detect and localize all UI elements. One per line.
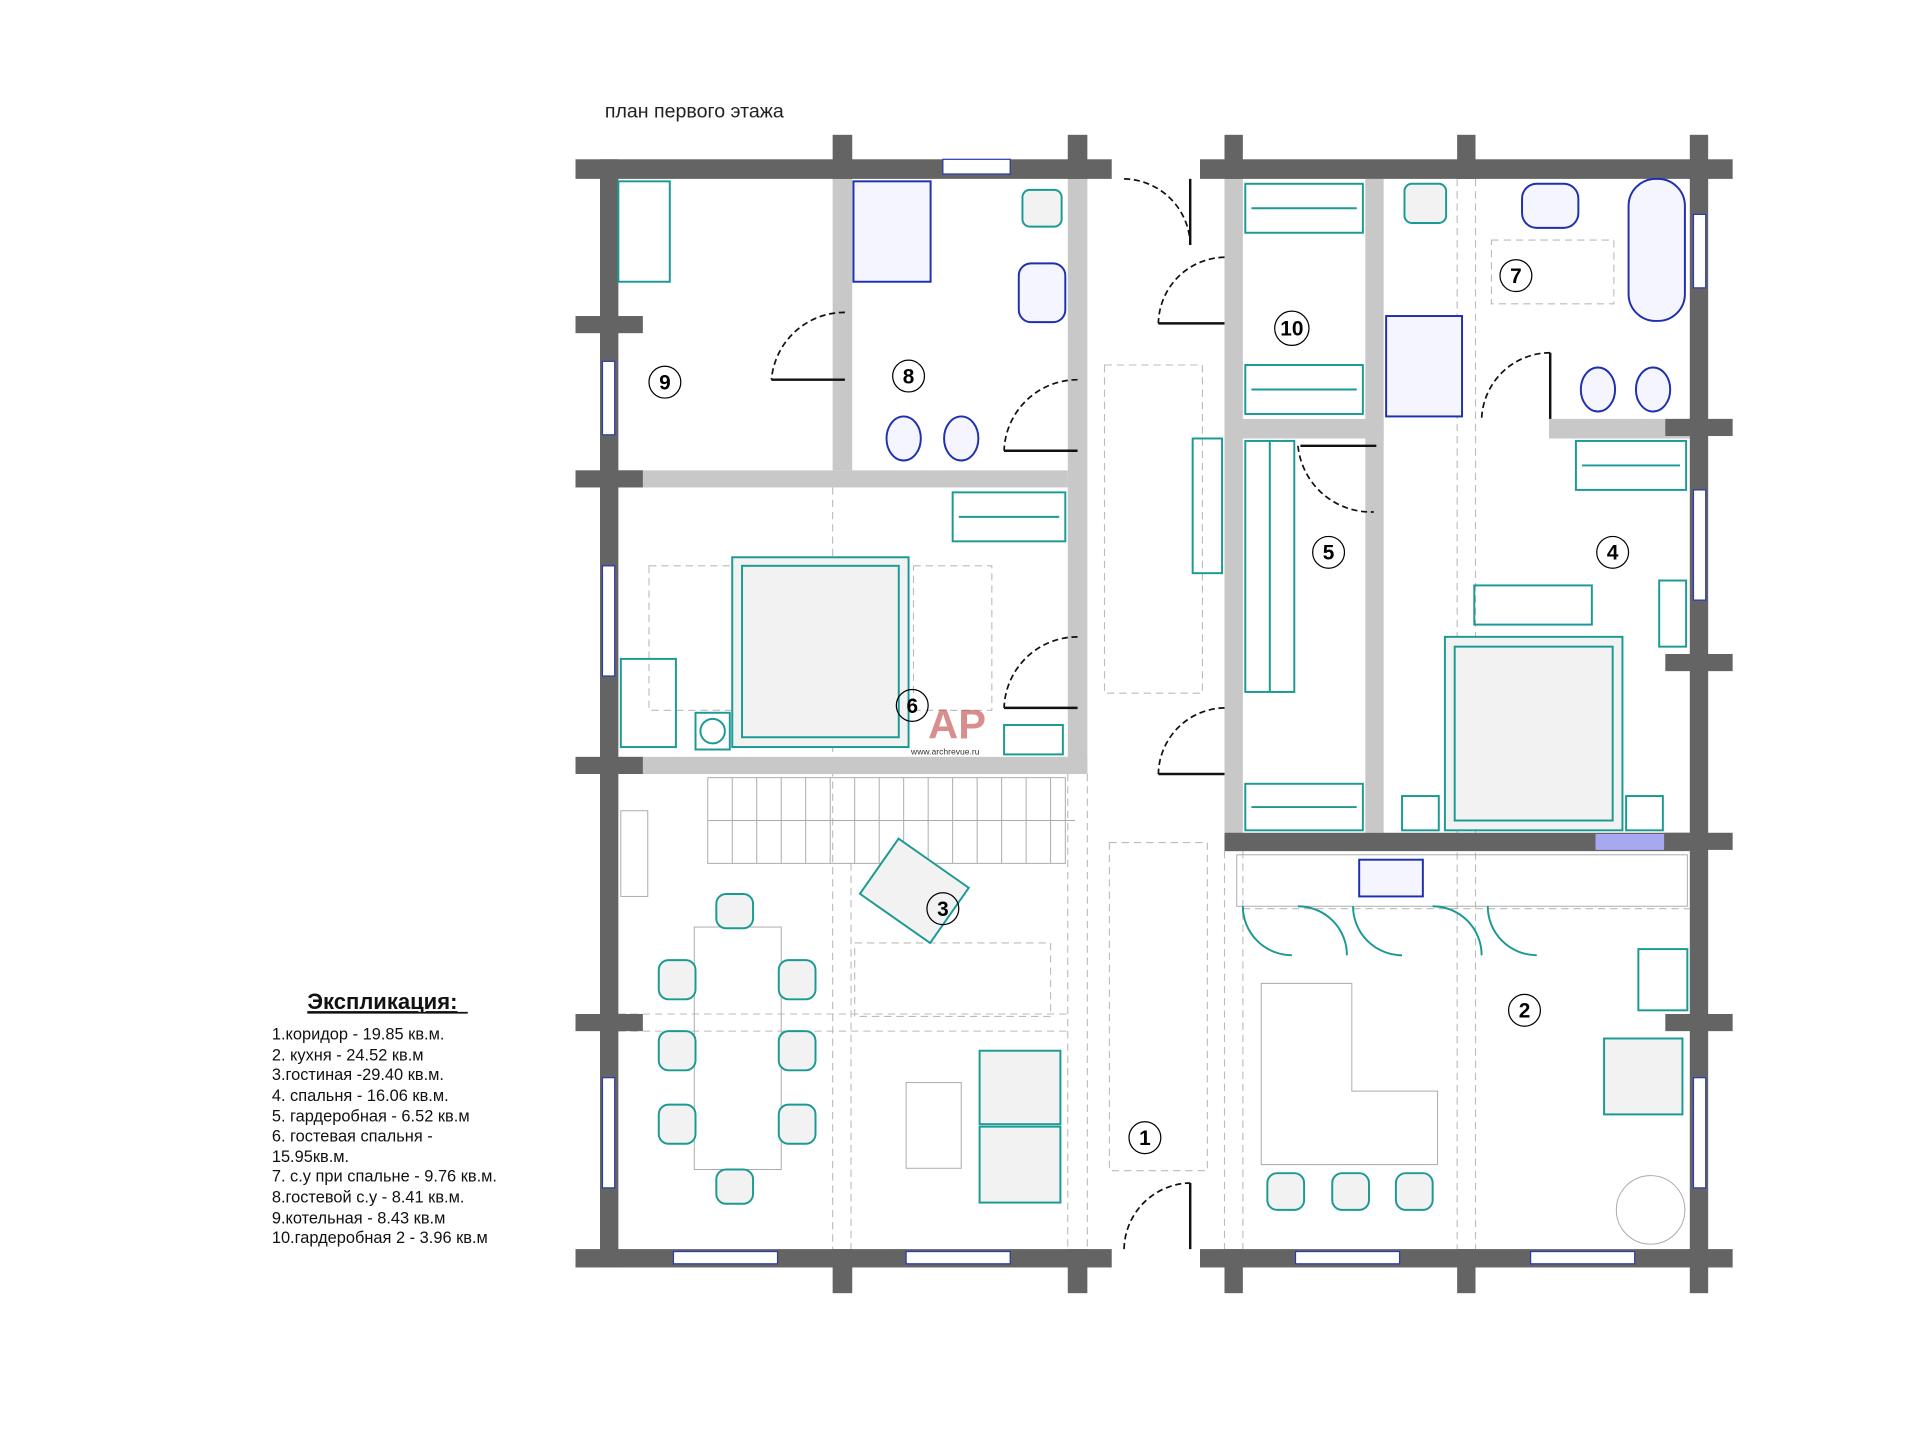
interior-walls [618, 178, 1690, 852]
sink-7 [1521, 182, 1580, 229]
room-8: 8 [892, 359, 926, 393]
legend-item: 7. с.у при спальне - 9.76 кв.м. [272, 1168, 497, 1186]
legend-item: 4. спальня - 16.06 кв.м. [272, 1087, 449, 1105]
wardrobe-rails [951, 182, 1688, 832]
sofa-2 [978, 1125, 1062, 1204]
svg-text:6: 6 [906, 695, 918, 718]
svg-text:3: 3 [937, 898, 949, 921]
svg-text:5: 5 [1323, 542, 1335, 565]
sink-8 [1017, 262, 1067, 324]
bathtub [1627, 177, 1686, 322]
legend-item: 1.коридор - 19.85 кв.м. [272, 1026, 445, 1044]
armchair [858, 837, 971, 945]
dining-table [693, 926, 782, 1170]
room-2: 2 [1507, 993, 1542, 1027]
room-9: 9 [648, 365, 682, 399]
room-6: 6 [895, 688, 929, 722]
legend-item: 10.гардеробная 2 - 3.96 кв.м [272, 1229, 488, 1247]
round-table [1615, 1175, 1686, 1245]
room-10: 10 [1274, 310, 1310, 347]
room-1: 1 [1128, 1121, 1162, 1155]
toilet-7 [1579, 366, 1617, 413]
legend-item: 15.95кв.м. [272, 1148, 349, 1166]
plan-title: план первого этажа [605, 101, 784, 123]
svg-text:10: 10 [1280, 318, 1303, 341]
svg-text:2: 2 [1519, 1000, 1531, 1023]
legend-item: 9.котельная - 8.43 кв.м [272, 1209, 446, 1227]
shower-tray-8 [852, 180, 932, 283]
svg-text:1: 1 [1139, 1127, 1151, 1150]
toilet-8 [885, 415, 922, 462]
room-5: 5 [1312, 535, 1346, 569]
svg-text:AP: AP [928, 700, 986, 747]
room-3: 3 [926, 892, 960, 926]
sofa-1 [978, 1049, 1062, 1126]
room-labels: 1 2 3 4 5 6 7 8 9 10 [648, 259, 1630, 1155]
svg-text:8: 8 [903, 365, 915, 388]
windows [601, 156, 1707, 1272]
room-7: 7 [1499, 259, 1533, 293]
legend-item: 3.гостиная -29.40 кв.м. [272, 1066, 444, 1084]
svg-text:7: 7 [1510, 265, 1522, 288]
kitchen-sink [1358, 858, 1424, 898]
legend-item: 2. кухня - 24.52 кв.м [272, 1047, 424, 1065]
dining-chairs [657, 893, 817, 1205]
room-4: 4 [1596, 535, 1630, 569]
guest-bed [731, 556, 910, 749]
legend-item: 5. гардеробная - 6.52 кв.м [272, 1108, 470, 1126]
explication-legend: Экспликация: 1.коридор - 19.85 кв.м. 2. … [272, 989, 497, 1247]
legend-heading: Экспликация: [307, 989, 457, 1014]
boiler [617, 180, 671, 283]
bidet-8 [943, 415, 980, 462]
furniture [617, 180, 1689, 1245]
shower-tray-7 [1385, 315, 1464, 418]
legend-item: 8.гостевой с.у - 8.41 кв.м. [272, 1189, 465, 1207]
legend-item: 6. гостевая спальня - [272, 1127, 433, 1145]
svg-text:www.archrevue.ru: www.archrevue.ru [910, 746, 980, 756]
svg-text:4: 4 [1607, 542, 1619, 565]
watermark: AP www.archrevue.ru [910, 700, 986, 756]
kitchen-counter [1236, 854, 1688, 907]
master-bed [1443, 635, 1624, 832]
kitchen-island [1260, 982, 1439, 1166]
kitchen-armchair [1603, 1037, 1684, 1116]
svg-text:9: 9 [659, 372, 671, 395]
plumbing-fixtures [852, 177, 1686, 898]
doors [770, 178, 1552, 1250]
bidet-7 [1634, 366, 1672, 413]
